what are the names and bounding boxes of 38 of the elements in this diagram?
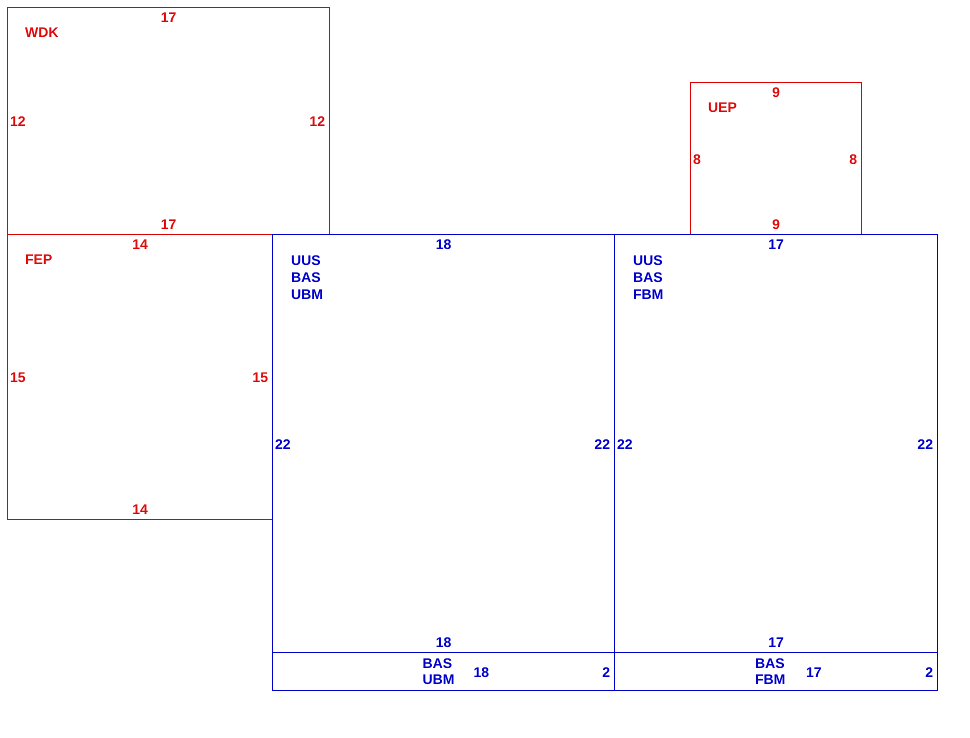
dimension-label: 17 bbox=[768, 634, 784, 650]
room-box bbox=[614, 234, 938, 653]
dimension-label: 8 bbox=[693, 150, 701, 166]
dimension-label: 12 bbox=[309, 113, 325, 129]
dimension-label: 9 bbox=[772, 216, 780, 232]
room-box bbox=[7, 234, 273, 520]
dimension-label: 22 bbox=[917, 436, 933, 452]
dimension-label: 22 bbox=[275, 436, 291, 452]
dimension-label: 12 bbox=[10, 113, 26, 129]
room-label: FEP bbox=[25, 251, 52, 267]
room-label: UEP bbox=[708, 99, 737, 115]
room-box bbox=[614, 652, 938, 691]
dimension-label: 9 bbox=[772, 84, 780, 100]
dimension-label: 17 bbox=[768, 236, 784, 252]
dimension-label: 17 bbox=[806, 664, 822, 680]
room-box bbox=[272, 234, 615, 653]
dimension-label: 2 bbox=[602, 664, 610, 680]
dimension-label: 22 bbox=[594, 436, 610, 452]
dimension-label: 14 bbox=[132, 501, 148, 517]
room-label: UUS BAS UBM bbox=[291, 252, 324, 303]
dimension-label: 2 bbox=[925, 664, 933, 680]
dimension-label: 18 bbox=[474, 664, 490, 680]
dimension-label: 15 bbox=[252, 369, 268, 385]
room-label: BAS FBM bbox=[755, 655, 786, 687]
dimension-label: 14 bbox=[132, 236, 148, 252]
room-box bbox=[7, 7, 330, 235]
room-label: UUS BAS FBM bbox=[633, 252, 664, 303]
dimension-label: 15 bbox=[10, 369, 26, 385]
dimension-label: 8 bbox=[849, 150, 857, 166]
room-box bbox=[272, 652, 615, 691]
dimension-label: 18 bbox=[436, 236, 452, 252]
room-box bbox=[690, 82, 862, 235]
dimension-label: 17 bbox=[160, 9, 176, 25]
room-label: BAS UBM bbox=[422, 655, 456, 687]
room-label: WDK bbox=[25, 24, 58, 40]
dimension-label: 22 bbox=[617, 436, 633, 452]
dimension-label: 18 bbox=[436, 634, 452, 650]
dimension-label: 17 bbox=[160, 216, 176, 232]
